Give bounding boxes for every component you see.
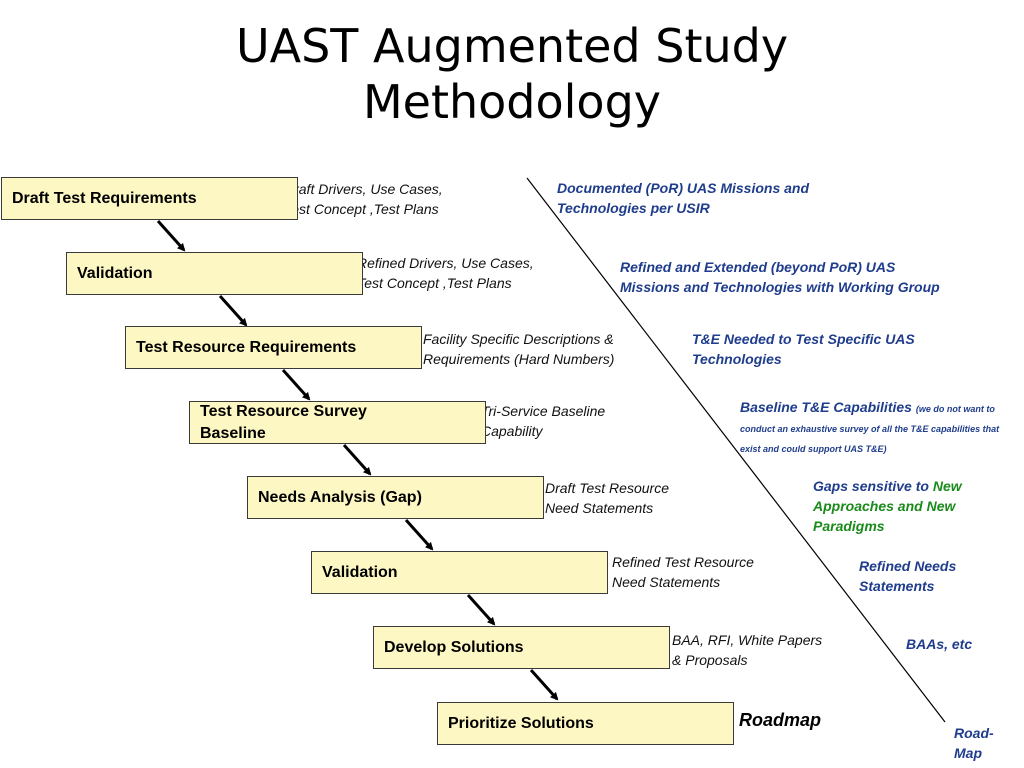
- note-refined-extended: Refined and Extended (beyond PoR) UAS Mi…: [620, 257, 980, 297]
- step-3-output: Facility Specific Descriptions & Require…: [423, 329, 614, 369]
- flow-arrow-1: [156, 219, 186, 252]
- step-develop-solutions: Develop Solutions: [373, 626, 670, 669]
- divider-line: [526, 177, 946, 723]
- step-6-label: Validation: [322, 563, 398, 581]
- step-6-output-line-2: Need Statements: [612, 574, 721, 590]
- step-7-output-line-2: & Proposals: [672, 652, 748, 668]
- flow-arrow-3: [281, 368, 311, 401]
- step-7-label: Develop Solutions: [384, 638, 524, 656]
- step-3-output-line-1: Facility Specific Descriptions &: [423, 331, 614, 347]
- note-refined-needs: Refined Needs Statements: [859, 556, 1009, 596]
- note-4-line-1: Baseline T&E Capabilities: [740, 399, 912, 415]
- step-1-output-line-1: Draft Drivers, Use Cases,: [284, 181, 443, 197]
- step-7-output-line-1: BAA, RFI, White Papers: [672, 632, 823, 648]
- note-6-line-1: Refined Needs: [859, 558, 957, 574]
- note-2-line-1: Refined and Extended (beyond PoR) UAS: [620, 259, 896, 275]
- step-3-output-line-2: Requirements (Hard Numbers): [423, 351, 615, 367]
- step-8-output: Roadmap: [739, 710, 822, 730]
- step-5-label: Needs Analysis (Gap): [258, 488, 422, 506]
- step-8-label: Prioritize Solutions: [448, 714, 594, 732]
- note-te-needed: T&E Needed to Test Specific UAS Technolo…: [692, 329, 982, 369]
- step-2-output-line-1: Refined Drivers, Use Cases,: [357, 255, 534, 271]
- note-6-line-2: Statements: [859, 578, 935, 594]
- step-validation-1: Validation: [66, 252, 363, 295]
- note-baseline-capabilities: Baseline T&E Capabilities (we do not wan…: [740, 397, 1010, 457]
- step-5-output-line-2: Need Statements: [545, 500, 654, 516]
- note-5-line-2: Approaches and New: [813, 498, 956, 514]
- step-6-output: Refined Test Resource Need Statements: [612, 552, 754, 592]
- step-test-resource-requirements: Test Resource Requirements: [125, 326, 422, 369]
- step-4-output-line-2: Capability: [481, 423, 543, 439]
- note-2-line-2: Missions and Technologies with Working G…: [620, 279, 940, 295]
- note-1-line-1: Documented (PoR) UAS Missions and: [557, 180, 810, 196]
- page-title: UAST Augmented Study Methodology: [0, 18, 1024, 130]
- step-6-output-line-1: Refined Test Resource: [612, 554, 754, 570]
- note-1-line-2: Technologies per USIR: [557, 200, 710, 216]
- title-line-1: UAST Augmented Study: [235, 19, 789, 73]
- note-3-line-1: T&E Needed to Test Specific UAS: [692, 331, 915, 347]
- note-gaps-sensitive: Gaps sensitive to New Approaches and New…: [813, 476, 1013, 536]
- step-1-output: Draft Drivers, Use Cases, Test Concept ,…: [284, 179, 443, 219]
- note-8-line-1: Road-: [954, 725, 994, 741]
- flow-arrow-2: [218, 294, 248, 327]
- step-test-resource-survey-baseline: Test Resource Survey Baseline: [189, 401, 486, 444]
- note-4-small-text: (we do not want to conduct an exhaustive…: [740, 404, 1000, 454]
- step-2-output-line-2: Test Concept ,Test Plans: [357, 275, 512, 291]
- step-validation-2: Validation: [311, 551, 608, 594]
- step-5-output: Draft Test Resource Need Statements: [545, 478, 669, 518]
- note-3-line-2: Technologies: [692, 351, 782, 367]
- step-4-label: Test Resource Survey Baseline: [200, 402, 367, 442]
- note-5-line-1a: Gaps sensitive to: [813, 478, 933, 494]
- note-documented-missions: Documented (PoR) UAS Missions and Techno…: [557, 178, 847, 218]
- flow-arrow-6: [466, 593, 496, 626]
- step-1-label: Draft Test Requirements: [12, 189, 197, 207]
- step-draft-test-requirements: Draft Test Requirements: [1, 177, 298, 220]
- note-5-line-1: Gaps sensitive to New: [813, 476, 1013, 496]
- flow-arrow-5: [404, 518, 434, 551]
- note-baas: BAAs, etc: [906, 634, 1016, 654]
- title-line-2: Methodology: [362, 75, 661, 129]
- step-needs-analysis: Needs Analysis (Gap): [247, 476, 544, 519]
- step-4-output: Tri-Service Baseline Capability: [481, 401, 605, 441]
- step-3-label: Test Resource Requirements: [136, 338, 357, 356]
- note-roadmap: Road- Map: [954, 723, 1014, 763]
- step-1-output-line-2: Test Concept ,Test Plans: [284, 201, 439, 217]
- step-2-label: Validation: [77, 264, 153, 282]
- note-7-line-1: BAAs, etc: [906, 636, 973, 652]
- note-5-line-3: Paradigms: [813, 518, 885, 534]
- step-5-output-line-1: Draft Test Resource: [545, 480, 669, 496]
- step-7-output: BAA, RFI, White Papers & Proposals: [672, 630, 822, 670]
- step-2-output: Refined Drivers, Use Cases, Test Concept…: [357, 253, 534, 293]
- note-8-line-2: Map: [954, 745, 982, 761]
- flow-arrow-4: [342, 443, 372, 476]
- note-5-line-1b: New: [932, 478, 962, 494]
- step-4-output-line-1: Tri-Service Baseline: [481, 403, 606, 419]
- step-prioritize-solutions: Prioritize Solutions: [437, 702, 734, 745]
- flow-arrow-7: [529, 668, 559, 701]
